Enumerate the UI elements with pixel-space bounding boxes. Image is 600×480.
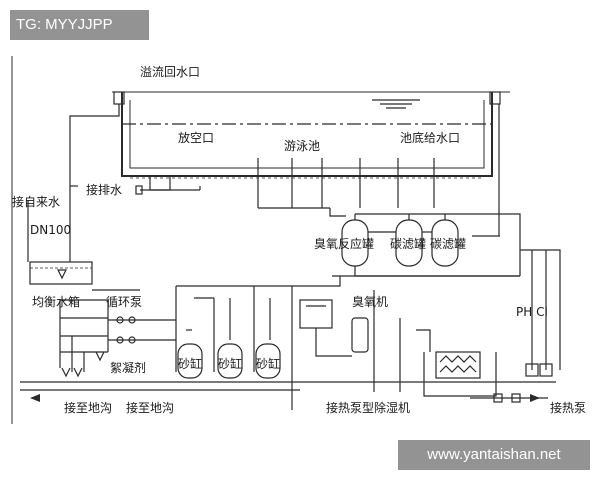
label-dn100: DN100 — [30, 223, 71, 237]
watermark-badge-bottom: www.yantaishan.net — [398, 440, 590, 470]
label-carbon-filter-2: 碳滤罐 — [430, 237, 466, 251]
label-tap-water: 接自来水 — [12, 194, 60, 209]
label-ozone-reactor: 臭氧反应罐 — [314, 236, 374, 251]
label-pool: 游泳池 — [284, 139, 320, 153]
label-bottom-inlet: 池底给水口 — [400, 130, 460, 145]
carbon-filter-1 — [395, 214, 423, 267]
label-drain-outlet: 放空口 — [178, 130, 214, 145]
label-circ-pump: 循环泵 — [106, 295, 142, 309]
swimming-pool — [112, 91, 510, 191]
watermark-badge-top: TG: MYYJJPP — [10, 10, 149, 40]
label-dehumidifier: 接热泵型除湿机 — [326, 400, 410, 415]
heat-exchanger — [399, 318, 497, 397]
label-sand-3: 砂缸 — [256, 356, 280, 371]
label-to-trench-2: 接至地沟 — [126, 400, 174, 415]
label-ozone-machine: 臭氧机 — [352, 294, 388, 309]
label-flocculant: 絮凝剂 — [110, 360, 146, 375]
sand-filter-2 — [217, 343, 243, 379]
label-to-trench-1: 接至地沟 — [64, 400, 112, 415]
label-balance-tank: 均衡水箱 — [32, 294, 80, 309]
label-ph-cl: PH Cl — [516, 305, 548, 319]
sand-filter-3 — [255, 343, 281, 379]
label-carbon-filter-1: 碳滤罐 — [390, 237, 426, 251]
balance-tank — [29, 261, 93, 285]
label-heat-pump: 接热泵 — [550, 400, 586, 415]
carbon-filter-2 — [431, 214, 459, 267]
ozone-machine — [299, 290, 375, 392]
label-sand-2: 砂缸 — [218, 356, 242, 371]
sand-filter-1 — [177, 343, 203, 379]
label-to-drain: 接排水 — [86, 182, 122, 197]
label-overflow-outlet: 溢流回水口 — [140, 65, 200, 79]
label-sand-1: 砂缸 — [178, 356, 202, 371]
